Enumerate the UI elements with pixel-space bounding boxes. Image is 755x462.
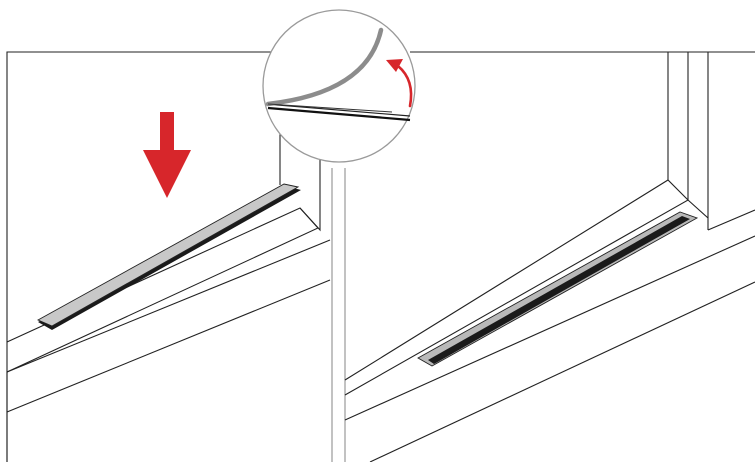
right-weather-strip <box>417 211 699 367</box>
down-arrow-icon <box>143 112 191 198</box>
left-wall-line-1 <box>6 239 331 373</box>
left-wall-line-2 <box>6 279 331 413</box>
curved-arrow-icon <box>386 59 413 108</box>
left-weather-strip <box>36 183 301 330</box>
peeled-backing <box>265 27 384 107</box>
detail-callout <box>262 9 416 163</box>
left-strip-face <box>36 183 300 327</box>
right-sill-pocket <box>344 179 689 381</box>
panel-divider <box>331 168 346 462</box>
left-sill-inner-edge <box>6 207 319 373</box>
right-wall-line-2 <box>369 281 755 462</box>
right-sill-front <box>344 199 709 396</box>
right-panel <box>344 51 755 462</box>
right-frame-verticals <box>667 52 709 218</box>
right-frame-side <box>707 209 755 231</box>
right-wall-line-1 <box>344 235 755 421</box>
right-strip-groove <box>428 216 690 364</box>
